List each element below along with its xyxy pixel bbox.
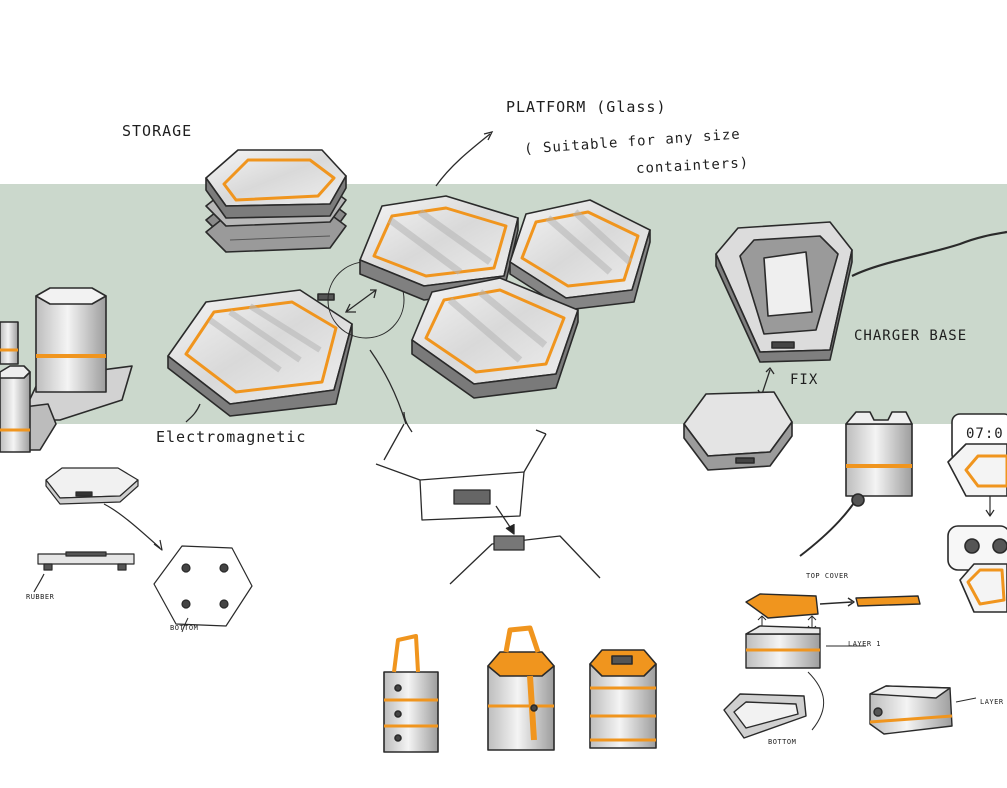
platform-tiles-sketch bbox=[359, 195, 651, 399]
magnet-connection-detail-sketch bbox=[375, 423, 601, 585]
layer-1-label: LAYER 1 bbox=[848, 640, 882, 648]
bottom-tray-label: BOTTOM bbox=[768, 738, 797, 746]
charger-base-label: CHARGER BASE bbox=[854, 328, 968, 344]
exploded-lunchbox-sketch bbox=[723, 593, 977, 739]
storage-stack-sketch bbox=[205, 149, 347, 253]
device-clock-display: 07:0 bbox=[966, 426, 1004, 442]
bottom-hex-label: BOTTOM bbox=[170, 624, 199, 632]
layer-label-cut: LAYER bbox=[980, 698, 1004, 706]
left-storage-containers-sketch bbox=[0, 287, 133, 453]
electromagnetic-tile-sketch bbox=[167, 289, 353, 417]
electromagnetic-label: Electromagnetic bbox=[156, 428, 307, 446]
charging-cylinder-sketch bbox=[799, 411, 913, 557]
rubber-label: RUBBER bbox=[26, 593, 55, 601]
fix-label: FIX bbox=[790, 372, 819, 388]
stacked-containers-sketch bbox=[383, 625, 657, 753]
top-cover-label: TOP COVER bbox=[806, 572, 849, 580]
rubber-bottom-detail-sketch bbox=[33, 467, 253, 627]
smart-device-sketch bbox=[947, 413, 1007, 613]
storage-label: STORAGE bbox=[122, 122, 193, 140]
charger-base-sketch bbox=[715, 221, 1007, 363]
annotation-strokes bbox=[181, 617, 189, 633]
platform-label: PLATFORM (Glass) bbox=[506, 98, 667, 116]
fix-hex-base-sketch bbox=[683, 367, 793, 471]
